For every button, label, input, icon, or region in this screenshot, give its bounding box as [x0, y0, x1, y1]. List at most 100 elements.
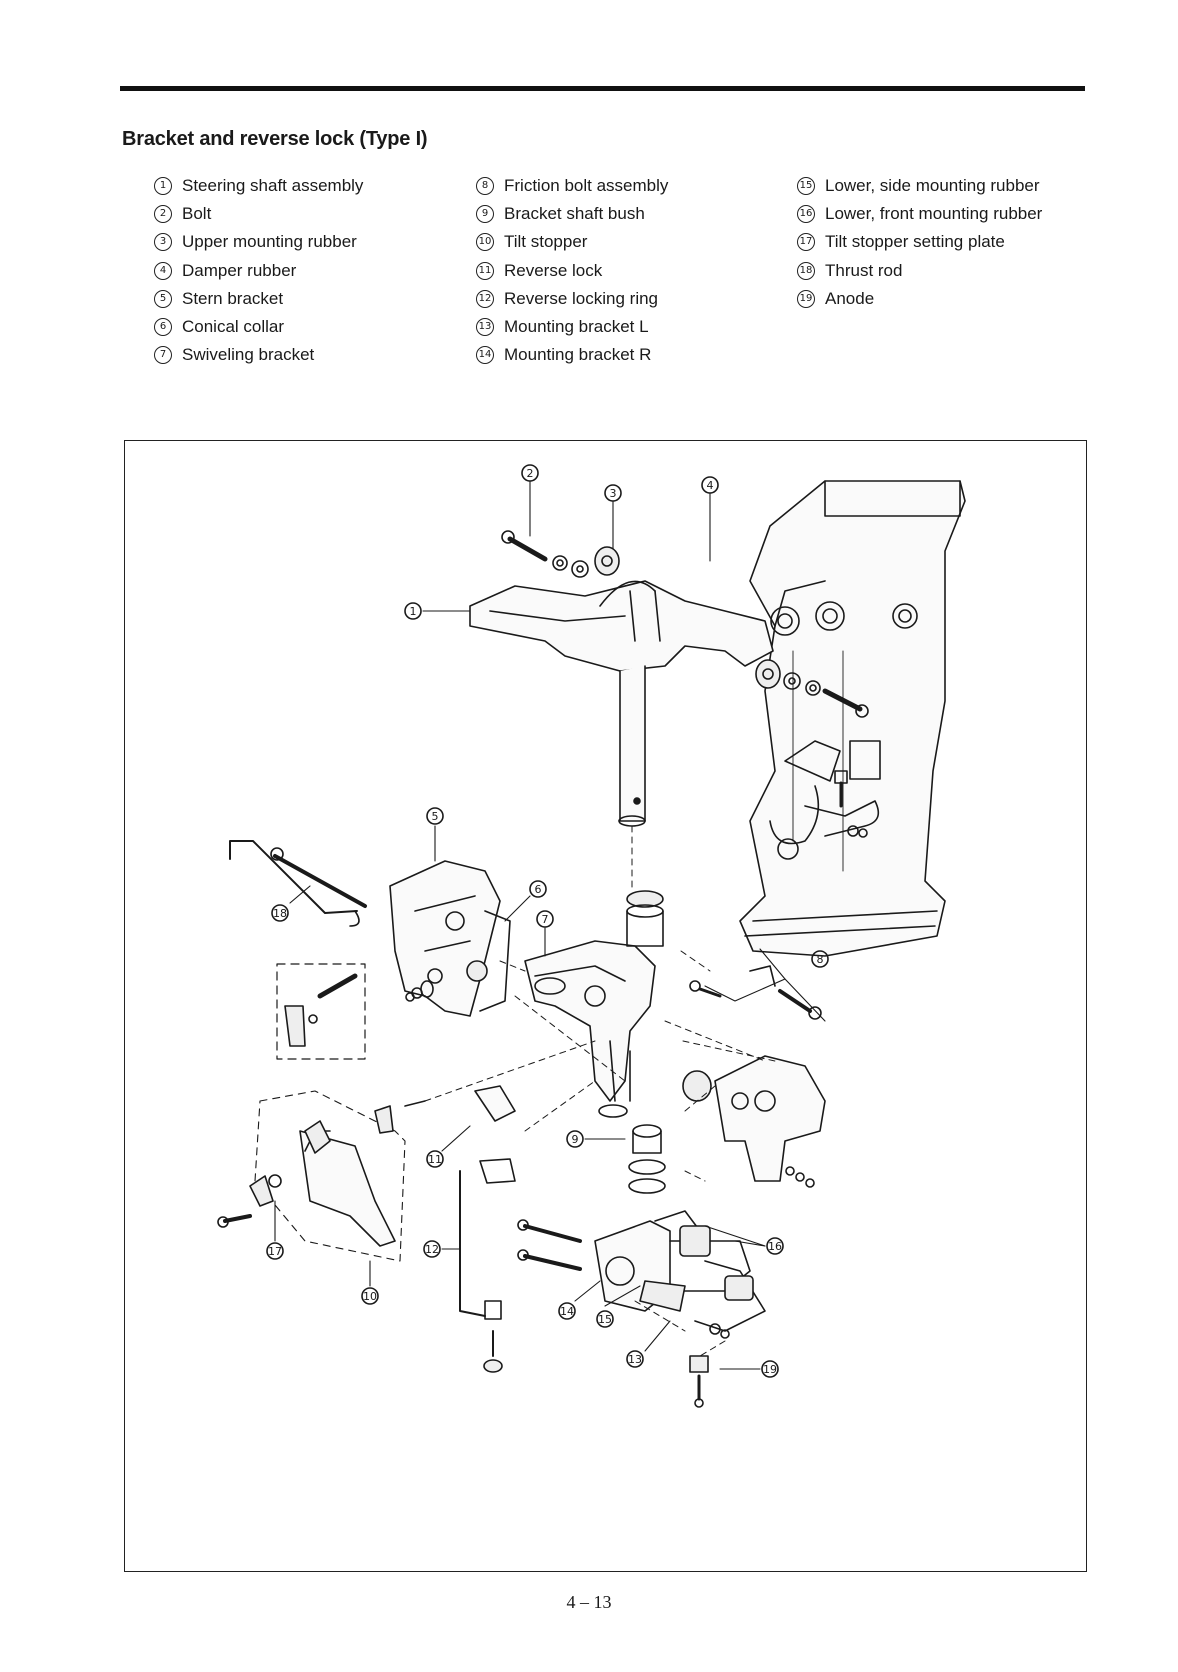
callout-number: 1 — [154, 177, 172, 196]
reverse-lock-illustration — [374, 1085, 516, 1184]
legend-label: Lower, side mounting rubber — [825, 176, 1040, 196]
callout-18: 18 — [271, 904, 289, 922]
callout-14-label: 14 — [560, 1305, 574, 1318]
steering-shaft-illustration — [469, 580, 774, 827]
legend-item: 1 Steering shaft assembly — [154, 172, 363, 200]
callout-12-label: 12 — [425, 1243, 439, 1256]
top-rule — [120, 86, 1085, 91]
callout-9: 9 — [566, 1130, 584, 1148]
callout-number: 16 — [797, 205, 815, 224]
callout-2-label: 2 — [527, 467, 534, 480]
anode-illustration — [689, 1323, 730, 1408]
callout-19: 19 — [761, 1360, 779, 1378]
callout-number: 4 — [154, 261, 172, 280]
callout-6-label: 6 — [535, 883, 542, 896]
callout-number: 10 — [476, 233, 494, 252]
callout-4-label: 4 — [707, 479, 714, 492]
callout-10: 10 — [361, 1287, 379, 1305]
callout-number: 19 — [797, 289, 815, 308]
exploded-diagram-drawing: 1 2 3 4 5 6 7 8 9 10 11 12 13 14 15 16 1… — [217, 464, 966, 1408]
legend-label: Stern bracket — [182, 288, 284, 308]
legend-label: Tilt stopper setting plate — [825, 232, 1005, 252]
callout-number: 12 — [476, 289, 494, 308]
callout-number: 5 — [154, 289, 172, 308]
legend-item: 3 Upper mounting rubber — [154, 228, 363, 256]
legend-item: 8 Friction bolt assembly — [476, 172, 668, 200]
legend-item: 5 Stern bracket — [154, 285, 363, 313]
callout-15: 15 — [596, 1310, 614, 1328]
callout-number: 18 — [797, 261, 815, 280]
legend-label: Bracket shaft bush — [504, 204, 645, 224]
legend-label: Friction bolt assembly — [504, 176, 669, 196]
legend-label: Mounting bracket L — [504, 317, 649, 337]
callout-16-label: 16 — [768, 1240, 782, 1253]
legend-label: Conical collar — [182, 317, 285, 337]
callout-18-label: 18 — [273, 907, 287, 920]
legend-label: Mounting bracket R — [504, 345, 652, 365]
legend-item: 9 Bracket shaft bush — [476, 200, 668, 228]
legend-item: 2 Bolt — [154, 200, 363, 228]
legend-item: 18 Thrust rod — [797, 257, 1042, 285]
legend-label: Bolt — [182, 204, 212, 224]
callout-17-label: 17 — [268, 1245, 282, 1258]
callout-3: 3 — [604, 484, 622, 502]
callout-17: 17 — [266, 1242, 284, 1260]
callout-15-label: 15 — [598, 1313, 612, 1326]
friction-bolt-illustration — [689, 965, 822, 1020]
callout-number: 15 — [797, 177, 815, 196]
legend-label: Upper mounting rubber — [182, 232, 357, 252]
swiveling-bracket-illustration — [524, 940, 656, 1118]
exploded-diagram: 1 2 3 4 5 6 7 8 9 10 11 12 13 14 15 16 1… — [124, 440, 1087, 1572]
callout-number: 11 — [476, 261, 494, 280]
callout-number: 9 — [476, 205, 494, 224]
legend-label: Thrust rod — [825, 260, 903, 280]
callout-number: 3 — [154, 233, 172, 252]
callout-10-label: 10 — [363, 1290, 377, 1303]
callout-12: 12 — [423, 1240, 441, 1258]
legend-label: Swiveling bracket — [182, 345, 315, 365]
callout-8: 8 — [811, 950, 829, 968]
callout-11-label: 11 — [428, 1153, 442, 1166]
callout-8-label: 8 — [817, 953, 824, 966]
page-number: 4 – 13 — [566, 1592, 612, 1612]
legend-label: Reverse locking ring — [504, 288, 659, 308]
diagram-callouts: 1 2 3 4 5 6 7 8 9 10 11 12 13 14 15 16 1… — [266, 464, 829, 1378]
legend-item: 15 Lower, side mounting rubber — [797, 172, 1042, 200]
callout-2: 2 — [521, 464, 539, 482]
callout-14: 14 — [558, 1302, 576, 1320]
upper-mounting-rubber-illustration — [594, 546, 620, 576]
page-title: Bracket and reverse lock (Type I) — [122, 128, 428, 150]
callout-16: 16 — [766, 1237, 784, 1255]
tilt-pin-group-illustration — [276, 963, 366, 1060]
legend-label: Anode — [825, 288, 875, 308]
callout-7: 7 — [536, 910, 554, 928]
reverse-locking-ring-illustration — [459, 1170, 503, 1373]
conical-collar-illustration — [405, 980, 434, 1002]
callout-number: 13 — [476, 318, 494, 337]
legend-label: Tilt stopper — [504, 232, 588, 252]
callout-13-label: 13 — [628, 1353, 642, 1366]
legend-item: 14 Mounting bracket R — [476, 341, 668, 369]
legend-item: 13 Mounting bracket L — [476, 313, 668, 341]
thrust-rod-illustration — [229, 840, 367, 927]
callout-5-label: 5 — [432, 810, 439, 823]
legend-item: 12 Reverse locking ring — [476, 285, 668, 313]
legend-item: 19 Anode — [797, 285, 1042, 313]
bracket-shaft-bush-illustration — [628, 1124, 666, 1194]
legend-label: Steering shaft assembly — [182, 176, 364, 196]
callout-number: 2 — [154, 205, 172, 224]
parts-legend-column-2: 8 Friction bolt assembly 9 Bracket shaft b… — [476, 172, 668, 369]
callout-number: 14 — [476, 346, 494, 365]
callout-6: 6 — [529, 880, 547, 898]
tilt-stopper-illustration — [217, 1090, 406, 1262]
stern-bracket-illustration — [389, 860, 511, 1017]
callout-5: 5 — [426, 807, 444, 825]
callout-3-label: 3 — [610, 487, 617, 500]
callout-1-label: 1 — [410, 605, 417, 618]
legend-item: 10 Tilt stopper — [476, 228, 668, 256]
callout-number: 8 — [476, 177, 494, 196]
